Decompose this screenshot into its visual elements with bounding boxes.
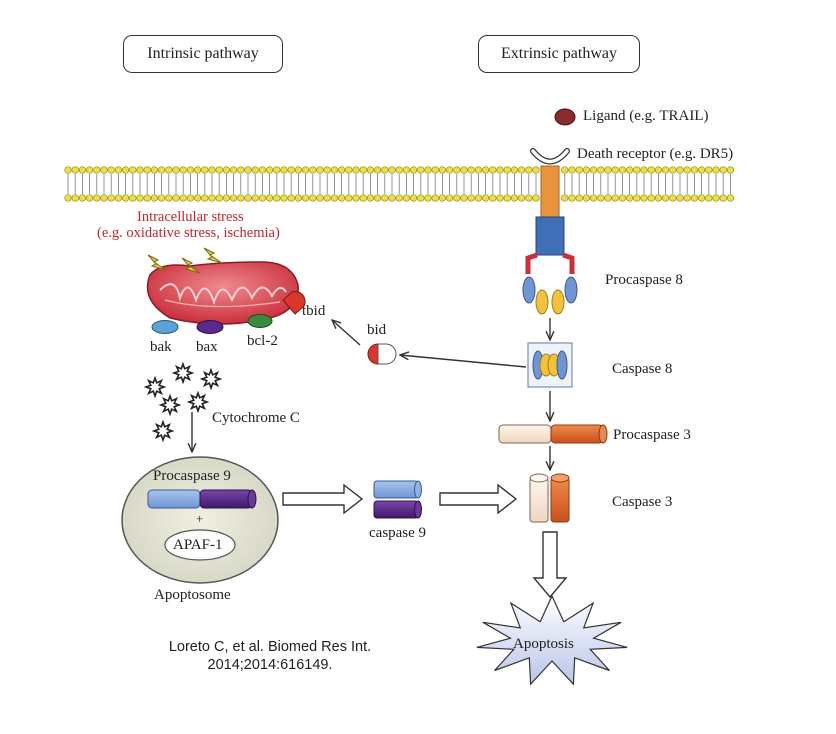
cytochrome-c-icons xyxy=(143,361,223,443)
arrow-bid-to-tbid xyxy=(332,320,361,346)
caspase3-label: Caspase 3 xyxy=(612,494,673,510)
hollow-arrow-caspase9-to-caspase3 xyxy=(439,483,518,515)
bcl2-label: bcl-2 xyxy=(247,333,278,349)
bax-label: bax xyxy=(196,339,218,355)
apaf1-oval xyxy=(164,529,236,561)
death-receptor-label: Death receptor (e.g. DR5) xyxy=(577,146,734,162)
cell-membrane xyxy=(64,166,735,202)
apoptosome-circle xyxy=(121,456,279,584)
hollow-arrow-caspase3-to-apoptosis xyxy=(532,531,568,599)
apoptosome-label: Apoptosome xyxy=(154,587,231,603)
citation-line2: 2014;2014:616149. xyxy=(207,657,333,674)
cytochrome-c-label: Cytochrome C xyxy=(212,410,300,426)
caspase3-icon xyxy=(529,473,570,523)
extrinsic-pathway-header: Extrinsic pathway xyxy=(478,35,640,73)
apoptosis-burst-icon xyxy=(476,594,628,686)
citation-line1: Loreto C, et al. Biomed Res Int. xyxy=(168,639,372,655)
plus-sign: + xyxy=(196,511,204,526)
apaf1-label: APAF-1 xyxy=(173,537,223,553)
death-receptor xyxy=(530,148,570,256)
intracellular-stress-label: Intracellular stress xyxy=(137,209,244,225)
mitochondrion-icon xyxy=(146,261,306,334)
bid-icon xyxy=(367,343,397,365)
stress-lightning-icons xyxy=(147,247,223,274)
caspase8-label: Caspase 8 xyxy=(612,361,673,377)
bak-label: bak xyxy=(150,339,172,355)
arrow-caspase8-to-bid xyxy=(400,355,527,368)
procaspase9-icon xyxy=(147,489,257,509)
hollow-arrow-apoptosome-to-caspase9 xyxy=(282,483,364,515)
tbid-label: tbid xyxy=(302,303,326,319)
intrinsic-pathway-header: Intrinsic pathway xyxy=(123,35,283,73)
apoptosis-label: Apoptosis xyxy=(513,636,574,652)
caspase9-label: caspase 9 xyxy=(369,525,427,541)
intracellular-stress-example-label: (e.g. oxidative stress, ischemia) xyxy=(97,225,280,241)
caspase8-icon xyxy=(527,342,573,388)
ligand-label: Ligand (e.g. TRAIL) xyxy=(583,108,709,124)
procaspase8-label: Procaspase 8 xyxy=(605,272,683,288)
procaspase3-icon xyxy=(498,424,608,444)
bid-label: bid xyxy=(367,322,387,338)
ligand-icon xyxy=(554,108,576,126)
procaspase8-icon xyxy=(522,252,578,315)
procaspase3-label: Procaspase 3 xyxy=(613,427,691,443)
procaspase9-label: Procaspase 9 xyxy=(153,468,231,484)
caspase9-icon xyxy=(373,480,422,519)
citation: Loreto C, et al. Biomed Res Int. 2014;20… xyxy=(150,638,390,674)
